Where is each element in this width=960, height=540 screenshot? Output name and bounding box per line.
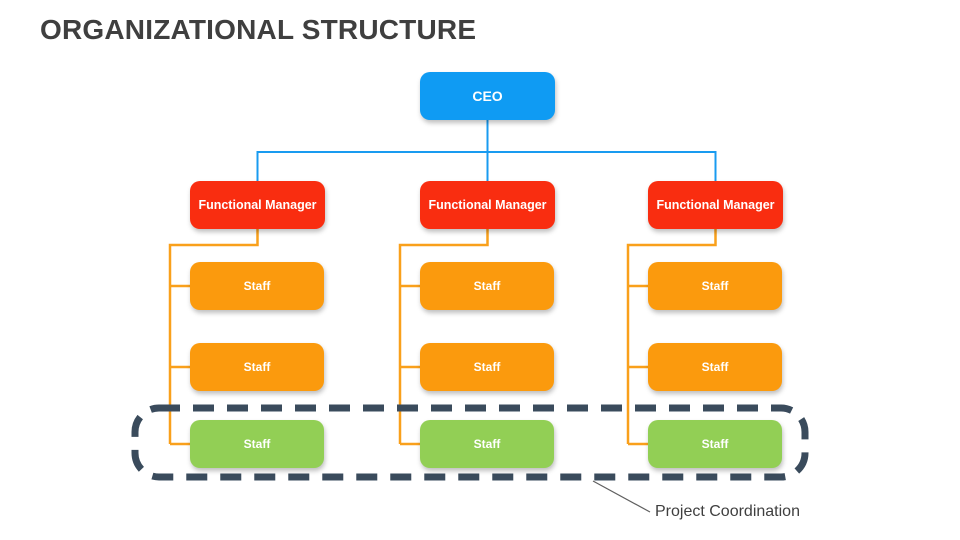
node-staff-3-2-label: Staff bbox=[701, 360, 729, 374]
node-staff-3-1-label: Staff bbox=[701, 279, 729, 293]
manager2-connectors bbox=[398, 229, 489, 446]
manager1-connectors bbox=[168, 229, 259, 446]
node-manager-1: Functional Manager bbox=[190, 181, 325, 229]
node-ceo: CEO bbox=[420, 72, 555, 120]
node-staff-1-1: Staff bbox=[190, 262, 324, 310]
ceo-connectors bbox=[256, 120, 717, 181]
annotation-project-coordination: Project Coordination bbox=[655, 503, 800, 520]
node-staff-2-2-label: Staff bbox=[473, 360, 501, 374]
node-manager-1-label: Functional Manager bbox=[198, 198, 317, 212]
node-staff-3-2: Staff bbox=[648, 343, 782, 391]
project-coordination-outline bbox=[131, 404, 809, 481]
node-staff-2-3: Staff bbox=[420, 420, 554, 468]
node-staff-1-3: Staff bbox=[190, 420, 324, 468]
node-staff-1-2-label: Staff bbox=[243, 360, 271, 374]
node-staff-2-1: Staff bbox=[420, 262, 554, 310]
manager3-connectors bbox=[626, 229, 717, 446]
annotation-leader-line bbox=[592, 480, 651, 513]
node-manager-2-label: Functional Manager bbox=[428, 198, 547, 212]
node-staff-1-2: Staff bbox=[190, 343, 324, 391]
node-staff-2-1-label: Staff bbox=[473, 279, 501, 293]
node-ceo-label: CEO bbox=[472, 88, 503, 104]
node-staff-3-3: Staff bbox=[648, 420, 782, 468]
node-staff-1-1-label: Staff bbox=[243, 279, 271, 293]
node-manager-3-label: Functional Manager bbox=[656, 198, 775, 212]
node-manager-3: Functional Manager bbox=[648, 181, 783, 229]
node-staff-3-3-label: Staff bbox=[701, 437, 729, 451]
node-staff-2-2: Staff bbox=[420, 343, 554, 391]
page-title: ORGANIZATIONAL STRUCTURE bbox=[40, 14, 477, 45]
node-manager-2: Functional Manager bbox=[420, 181, 555, 229]
node-staff-3-1: Staff bbox=[648, 262, 782, 310]
node-staff-1-3-label: Staff bbox=[243, 437, 271, 451]
node-staff-2-3-label: Staff bbox=[473, 437, 501, 451]
